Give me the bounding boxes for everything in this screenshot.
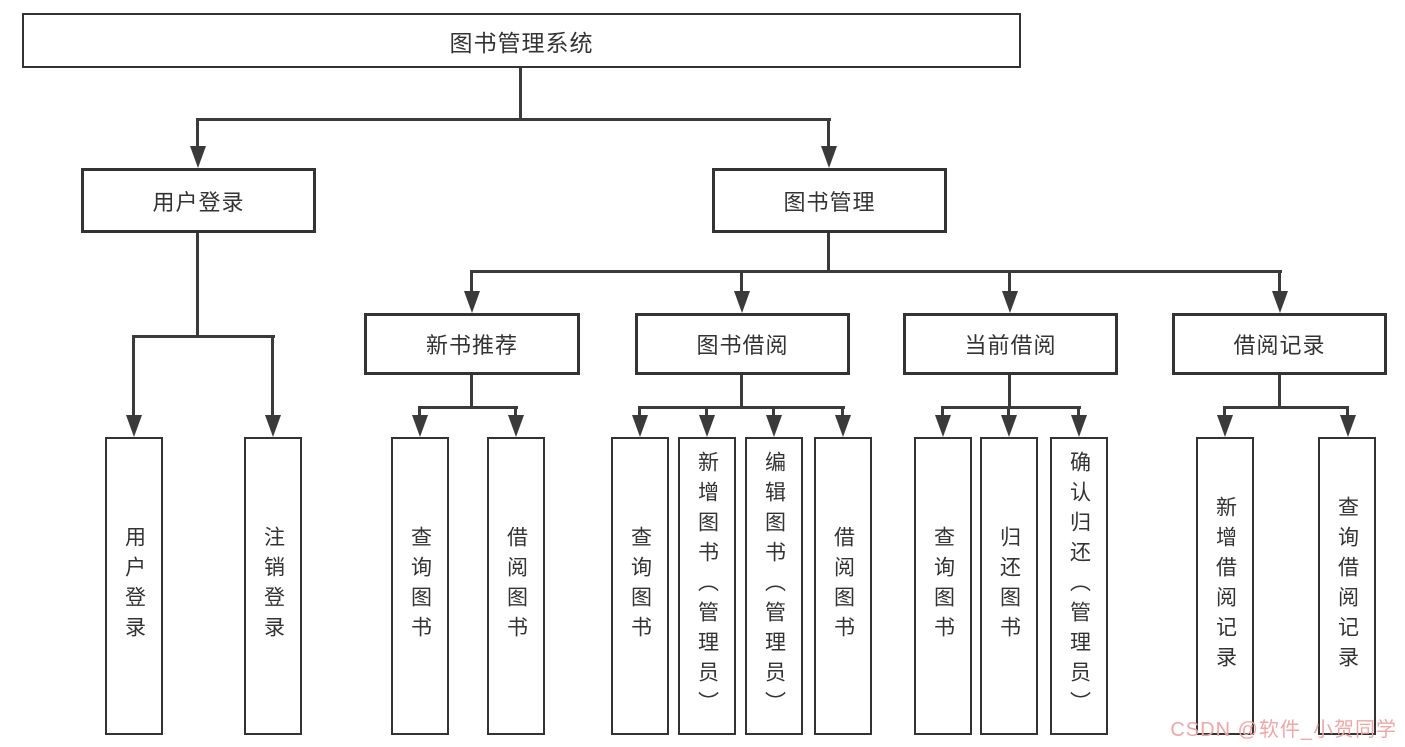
arrow-down-icon — [835, 415, 851, 437]
arrow-down-icon — [935, 415, 951, 437]
node-label: 图书管理 — [783, 189, 876, 215]
leaf-records-add-record: 新增借阅记录 — [1196, 437, 1254, 735]
connector-line — [638, 406, 641, 418]
leaf-borrow-borrow-book: 借阅图书 — [814, 437, 872, 735]
leaf-user-login: 用户登录 — [105, 437, 163, 735]
arrow-down-icon — [734, 291, 750, 313]
leaf-logout-login: 注销登录 — [244, 437, 302, 735]
arrow-down-icon — [508, 415, 524, 437]
connector-line — [470, 270, 1282, 273]
connector-line — [514, 406, 517, 418]
node-library-management-system: 图书管理系统 — [22, 13, 1021, 68]
arrow-down-icon — [1272, 291, 1288, 313]
arrow-down-icon — [1002, 291, 1018, 313]
arrow-down-icon — [190, 146, 206, 168]
node-book-management: 图书管理 — [712, 168, 947, 233]
connector-line — [1077, 406, 1080, 418]
node-current-borrow: 当前借阅 — [903, 313, 1118, 375]
connector-line — [1007, 406, 1010, 418]
connector-line — [1278, 270, 1281, 293]
leaf-borrow-edit-book-admin: 编辑图书（管理员） — [745, 437, 803, 735]
arrow-down-icon — [821, 146, 837, 168]
node-label: 用户登录 — [152, 189, 245, 215]
connector-line — [196, 118, 831, 121]
leaf-label: 用户登录 — [122, 526, 146, 646]
arrow-down-icon — [1071, 415, 1087, 437]
arrow-down-icon — [126, 415, 142, 437]
connector-line — [470, 375, 473, 408]
node-user-login: 用户登录 — [81, 168, 316, 233]
leaf-label: 查询借阅记录 — [1335, 496, 1359, 676]
connector-line — [941, 406, 1081, 409]
arrow-down-icon — [464, 291, 480, 313]
connector-line — [1223, 406, 1226, 418]
leaf-label: 确认归还（管理员） — [1067, 451, 1091, 721]
connector-line — [827, 233, 830, 273]
leaf-label: 新增图书（管理员） — [695, 451, 719, 721]
leaf-recommend-query-book: 查询图书 — [391, 437, 449, 735]
node-label: 图书管理系统 — [449, 29, 594, 56]
node-label: 当前借阅 — [964, 333, 1057, 358]
connector-line — [1278, 375, 1281, 408]
arrow-down-icon — [412, 415, 428, 437]
leaf-current-confirm-return-admin: 确认归还（管理员） — [1050, 437, 1108, 735]
connector-line — [519, 68, 522, 121]
leaf-current-query-book: 查询图书 — [914, 437, 972, 735]
connector-line — [1223, 406, 1349, 409]
arrow-down-icon — [1340, 415, 1356, 437]
connector-line — [1346, 406, 1349, 418]
leaf-borrow-query-book: 查询图书 — [611, 437, 669, 735]
csdn-watermark: CSDN @软件_小贺同学 — [1170, 719, 1397, 741]
connector-line — [1008, 375, 1011, 408]
arrow-down-icon — [1001, 415, 1017, 437]
node-label: 新书推荐 — [425, 333, 518, 358]
arrow-down-icon — [265, 415, 281, 437]
connector-line — [705, 406, 708, 418]
connector-line — [418, 406, 518, 409]
leaf-label: 查询图书 — [931, 526, 955, 646]
connector-line — [470, 270, 473, 293]
connector-line — [772, 406, 775, 418]
connector-line — [271, 335, 274, 417]
arrow-down-icon — [766, 415, 782, 437]
node-label: 图书借阅 — [696, 333, 789, 358]
arrow-down-icon — [699, 415, 715, 437]
arrow-down-icon — [1217, 415, 1233, 437]
leaf-label: 借阅图书 — [504, 526, 528, 646]
node-book-borrow: 图书借阅 — [635, 313, 850, 375]
node-new-book-recommend: 新书推荐 — [364, 313, 580, 375]
connector-line — [418, 406, 421, 418]
connector-line — [132, 335, 275, 338]
leaf-label: 借阅图书 — [831, 526, 855, 646]
leaf-label: 查询图书 — [408, 526, 432, 646]
connector-line — [1008, 270, 1011, 293]
node-label: 借阅记录 — [1233, 333, 1326, 358]
connector-line — [196, 118, 199, 148]
node-borrow-records: 借阅记录 — [1172, 313, 1387, 375]
connector-line — [827, 118, 830, 148]
connector-line — [638, 406, 845, 409]
connector-line — [196, 233, 199, 337]
leaf-label: 新增借阅记录 — [1213, 496, 1237, 676]
leaf-recommend-borrow-book: 借阅图书 — [487, 437, 545, 735]
leaf-label: 注销登录 — [261, 526, 285, 646]
leaf-label: 编辑图书（管理员） — [762, 451, 786, 721]
leaf-borrow-add-book-admin: 新增图书（管理员） — [678, 437, 736, 735]
connector-line — [132, 335, 135, 417]
connector-line — [841, 406, 844, 418]
leaf-label: 归还图书 — [997, 526, 1021, 646]
connector-line — [941, 406, 944, 418]
leaf-records-query-record: 查询借阅记录 — [1318, 437, 1376, 735]
leaf-current-return-book: 归还图书 — [980, 437, 1038, 735]
arrow-down-icon — [632, 415, 648, 437]
connector-line — [740, 270, 743, 293]
connector-line — [740, 375, 743, 408]
leaf-label: 查询图书 — [628, 526, 652, 646]
